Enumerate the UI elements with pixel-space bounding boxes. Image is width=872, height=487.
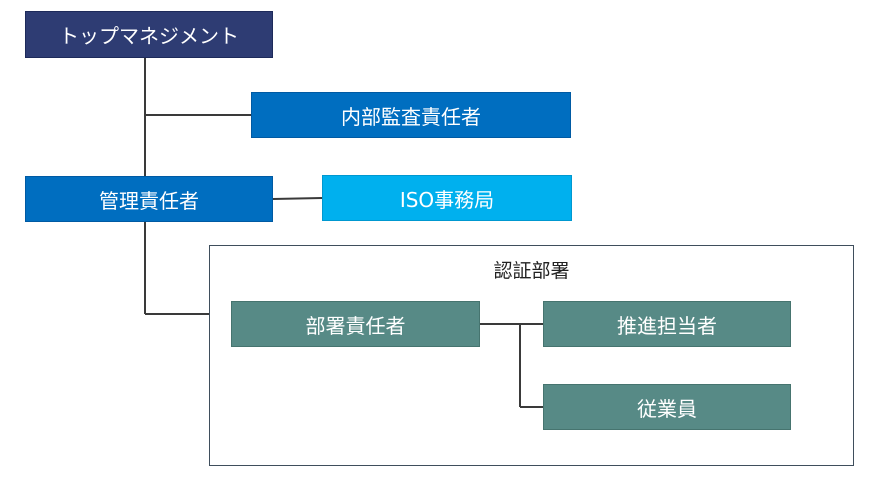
promoter-node: 推進担当者	[543, 301, 791, 347]
management-representative-node: 管理責任者	[25, 176, 273, 222]
department-head-node: 部署責任者	[231, 301, 480, 347]
iso-office-node: ISO事務局	[322, 175, 572, 221]
top-management-node: トップマネジメント	[25, 11, 273, 58]
branch-iso-line	[272, 197, 323, 200]
certified-department-label: 認証部署	[493, 260, 570, 282]
internal-audit-node: 内部監査責任者	[251, 92, 571, 138]
certified-department-group	[209, 245, 854, 466]
staff-node: 従業員	[543, 384, 791, 430]
